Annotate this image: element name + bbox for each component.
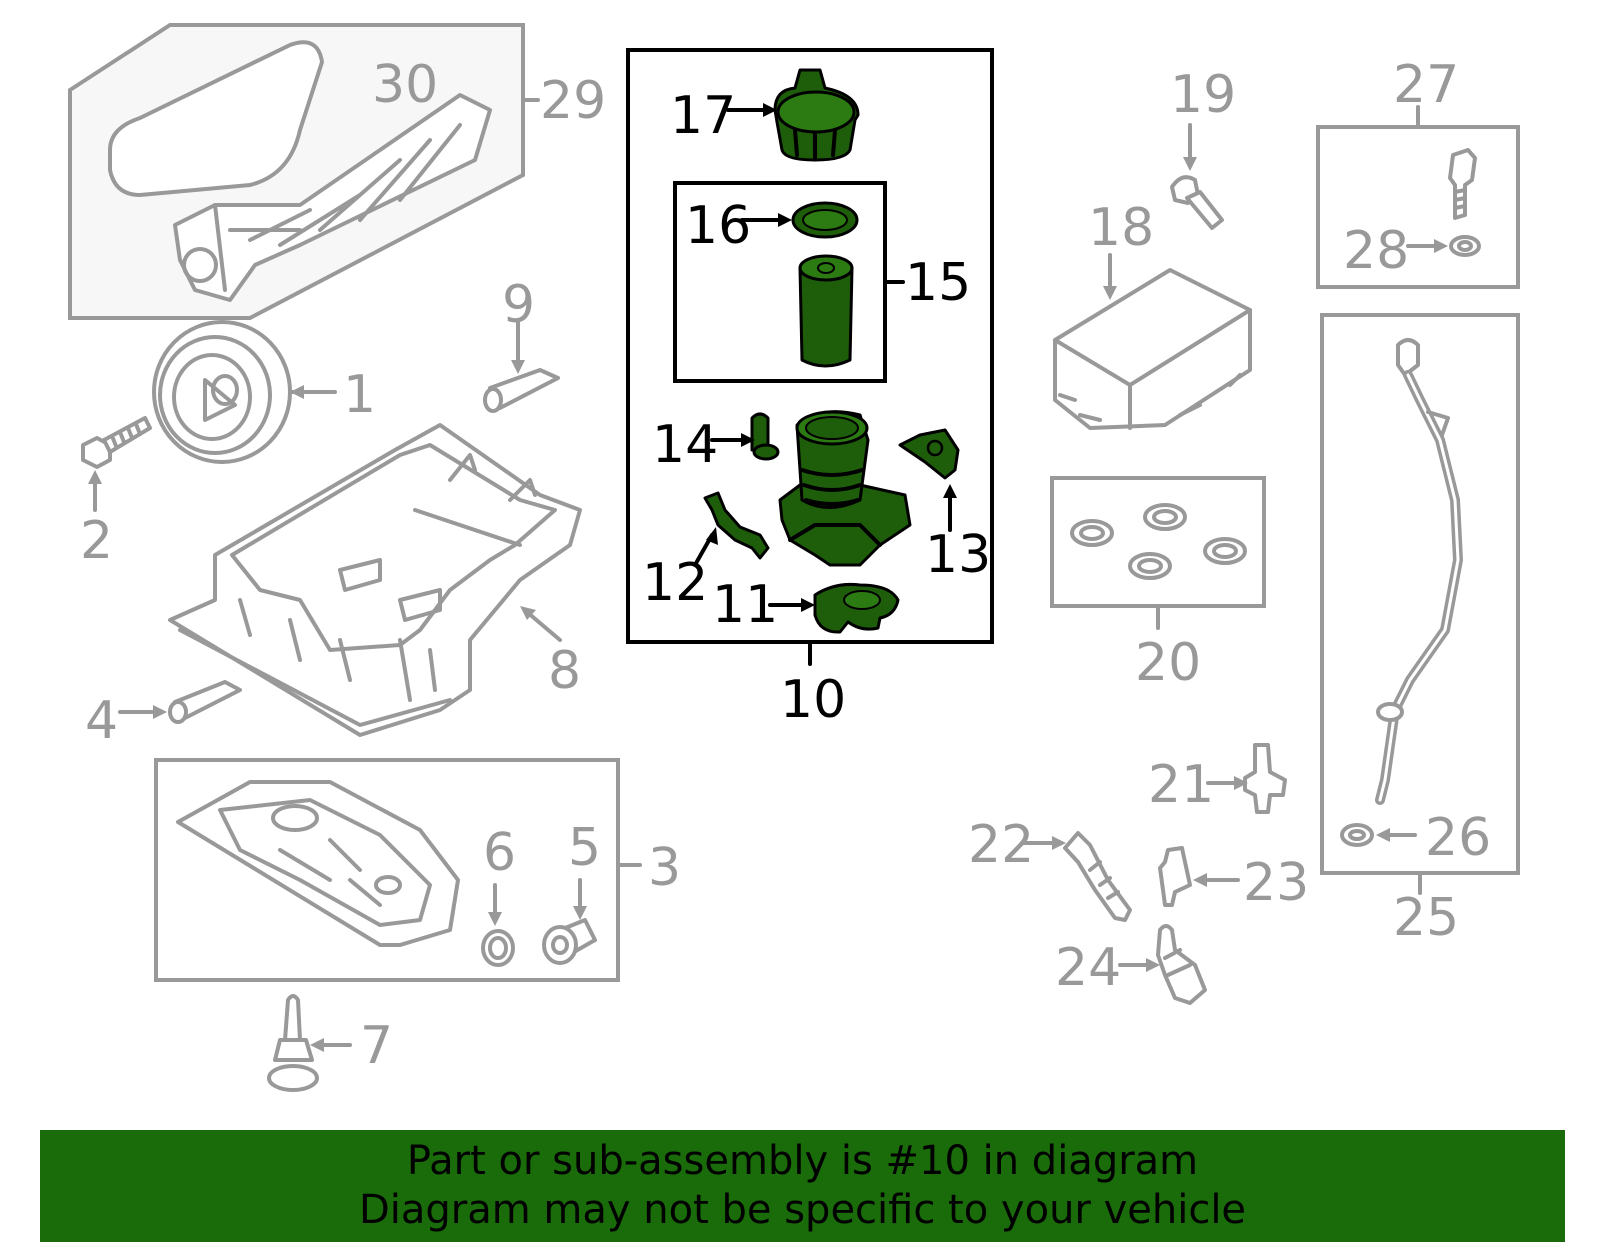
callout-25: 25 [1393, 888, 1459, 948]
part-8-upper-oil-pan[interactable] [168, 423, 582, 737]
part-21-sensor[interactable] [1206, 743, 1287, 814]
callout-24: 24 [1055, 938, 1121, 998]
callout-19: 19 [1170, 65, 1236, 125]
callout-21: 21 [1148, 755, 1214, 815]
part-7-plug[interactable] [267, 994, 352, 1092]
part-18-oil-cooler[interactable] [1053, 253, 1252, 430]
part-17-filter-cap[interactable] [726, 68, 860, 162]
part-2-bolt[interactable] [81, 416, 152, 512]
part-6-washer[interactable] [481, 883, 515, 967]
part-1-crank-pulley[interactable] [152, 320, 337, 464]
part-13-bracket[interactable] [898, 428, 960, 532]
callout-16: 16 [685, 196, 751, 256]
part-26-o-ring[interactable] [1340, 823, 1417, 847]
callout-2: 2 [80, 511, 113, 571]
callout-12: 12 [642, 553, 708, 613]
part-12-pipe[interactable] [693, 491, 770, 567]
banner-line-1: Part or sub-assembly is #10 in diagram [406, 1138, 1199, 1184]
callout-13: 13 [925, 525, 991, 585]
callout-29: 29 [540, 71, 606, 131]
callout-11: 11 [712, 575, 778, 635]
part-27-sensor-group[interactable] [1316, 105, 1520, 289]
part-3-lower-oil-pan-group[interactable] [154, 758, 642, 982]
part-25-dipstick-group[interactable] [1320, 313, 1520, 895]
callout-9: 9 [502, 275, 535, 335]
callout-30: 30 [372, 55, 438, 115]
part-10-oil-filter-housing-group[interactable] [626, 48, 994, 666]
callout-8: 8 [548, 641, 581, 701]
callout-10: 10 [780, 670, 846, 730]
banner-line-2: Diagram may not be specific to your vehi… [358, 1187, 1247, 1233]
part-24-sensor[interactable] [1118, 924, 1207, 1005]
part-4-tube[interactable] [118, 680, 242, 724]
part-15-filter-element-kit[interactable] [673, 181, 905, 383]
callout-20: 20 [1135, 633, 1201, 693]
info-banner: Part or sub-assembly is #10 in diagram D… [40, 1130, 1565, 1242]
callout-4: 4 [85, 691, 118, 751]
part-23-sensor[interactable] [1158, 846, 1240, 907]
callout-1: 1 [343, 365, 376, 425]
callout-27: 27 [1393, 55, 1459, 115]
callout-26: 26 [1425, 808, 1491, 868]
callout-14: 14 [652, 415, 718, 475]
part-11-gasket[interactable] [768, 583, 900, 634]
callout-23: 23 [1243, 853, 1309, 913]
callout-5: 5 [568, 818, 601, 878]
callout-15: 15 [905, 253, 971, 313]
part-28-washer[interactable] [1406, 235, 1481, 257]
part-14-fitting[interactable] [710, 412, 780, 461]
callout-3: 3 [648, 838, 681, 898]
part-20-seal-kit[interactable] [1050, 476, 1266, 630]
callout-18: 18 [1088, 198, 1154, 258]
part-9-tube[interactable] [483, 318, 560, 413]
callout-22: 22 [968, 815, 1034, 875]
part-15-filter-element[interactable] [798, 254, 854, 368]
part-10-housing-body[interactable] [778, 410, 912, 567]
callout-17: 17 [670, 86, 736, 146]
callout-6: 6 [483, 823, 516, 883]
callout-numbers: 30 29 1 2 9 8 4 6 5 3 7 17 16 15 14 13 1… [80, 55, 1491, 1076]
part-22-sensor[interactable] [1020, 831, 1132, 922]
part-5-drain-plug[interactable] [542, 878, 597, 965]
part-16-o-ring[interactable] [740, 201, 859, 239]
part-29-intake-manifold-group[interactable] [68, 23, 540, 320]
callout-28: 28 [1343, 221, 1409, 281]
callout-7: 7 [360, 1016, 393, 1076]
part-19-bolt[interactable] [1170, 123, 1224, 230]
